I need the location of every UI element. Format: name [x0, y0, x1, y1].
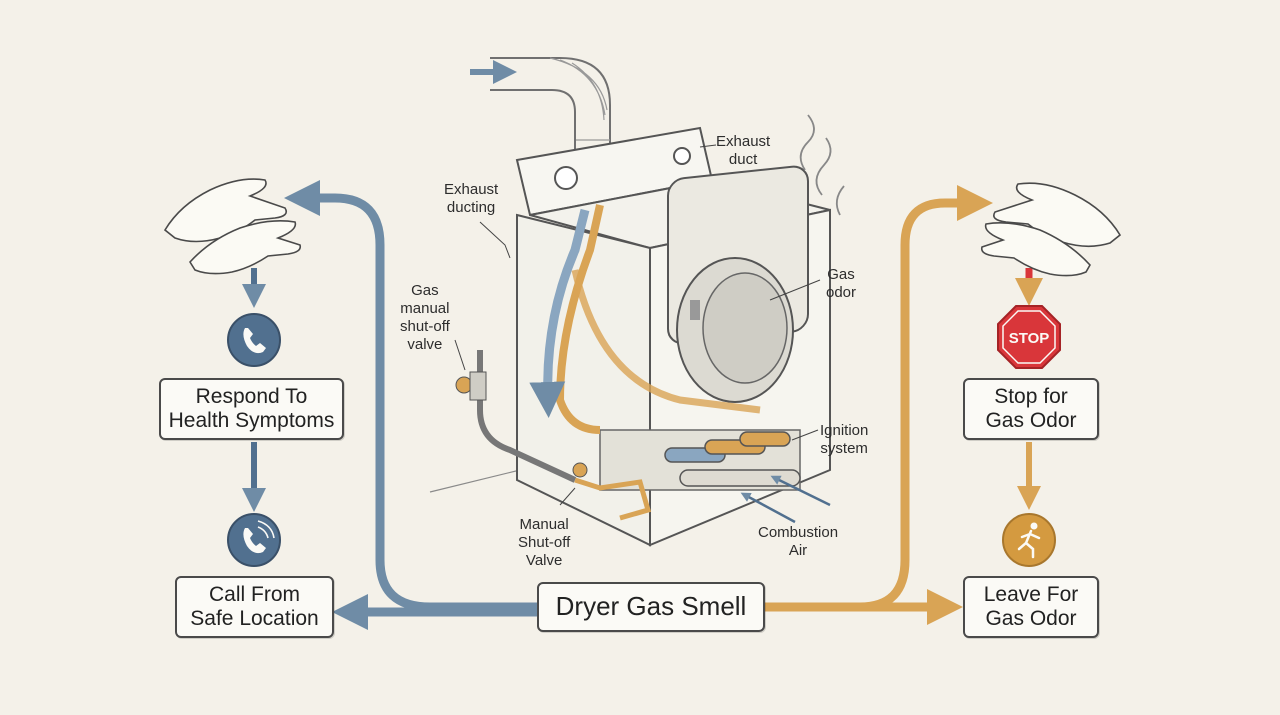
combustion-air-arrows [740, 475, 831, 524]
label-combustion-line-2: Air [788, 542, 808, 559]
stop-sign-icon: STOP [997, 305, 1061, 369]
gas-fumes-icon [799, 114, 845, 216]
label-ignition-line-1: Ignition [820, 422, 869, 439]
label-gas-valve-line-4: valve [407, 336, 443, 353]
blue-flow-path [284, 180, 550, 612]
respond-box-line-2: Health Symptoms [168, 409, 335, 432]
hands-wave-icon [163, 178, 302, 275]
phone-icon [227, 313, 281, 367]
label-gas-odor-line-2: odor [826, 284, 857, 301]
running-person-icon [1002, 513, 1056, 567]
stop-box-line-2: Gas Odor [985, 409, 1077, 432]
respond-health-symptoms-box: Respond To Health Symptoms [159, 378, 344, 440]
leave-box-line-2: Gas Odor [985, 607, 1077, 630]
dryer-illustration [454, 126, 831, 547]
label-ignition-line-2: system [820, 440, 868, 457]
label-exhaust-duct-line-2: duct [728, 151, 758, 168]
label-gas-odor: Gas odor [826, 266, 856, 302]
hands-wave-icon [980, 182, 1122, 277]
label-exhaust-ducting: Exhaust ducting [444, 181, 498, 217]
title-text: Dryer Gas Smell [555, 591, 747, 622]
label-combustion-air: Combustion Air [758, 524, 838, 560]
phone-ringing-icon [227, 513, 281, 567]
call-box-line-2: Safe Location [190, 607, 319, 630]
label-exhaust-duct-line-1: Exhaust [716, 133, 771, 150]
label-exhaust-ducting-line-2: ducting [446, 199, 496, 216]
leave-box-line-1: Leave For [983, 582, 1079, 606]
label-combustion-line-1: Combustion [758, 524, 839, 541]
label-exhaust-duct: Exhaust duct [716, 133, 770, 169]
call-box-line-1: Call From [208, 582, 300, 606]
label-gas-valve-line-1: Gas [411, 282, 439, 299]
label-gas-manual-valve: Gas manual shut-off valve [400, 282, 450, 354]
stop-gas-odor-box: Stop for Gas Odor [963, 378, 1099, 440]
stop-box-line-1: Stop for [994, 384, 1068, 408]
label-gas-valve-line-2: manual [400, 300, 450, 317]
label-gas-valve-line-3: shut-off [400, 318, 450, 335]
label-manual-valve-line-2: Shut-off [518, 534, 571, 551]
stop-sign-text: STOP [1009, 330, 1050, 347]
label-exhaust-ducting-line-1: Exhaust [444, 181, 499, 198]
label-manual-valve-line-1: Manual [519, 516, 569, 533]
exhaust-duct-pipe [490, 57, 611, 182]
label-ignition-system: Ignition system [820, 422, 868, 458]
call-safe-location-box: Call From Safe Location [175, 576, 334, 638]
leave-gas-odor-box: Leave For Gas Odor [963, 576, 1099, 638]
label-gas-odor-line-1: Gas [827, 266, 855, 283]
respond-box-line-1: Respond To [195, 384, 308, 408]
floor-line [429, 469, 521, 493]
label-manual-valve-line-3: Valve [525, 552, 563, 569]
label-manual-valve: Manual Shut-off Valve [518, 516, 570, 570]
page-title: Dryer Gas Smell [537, 582, 765, 632]
